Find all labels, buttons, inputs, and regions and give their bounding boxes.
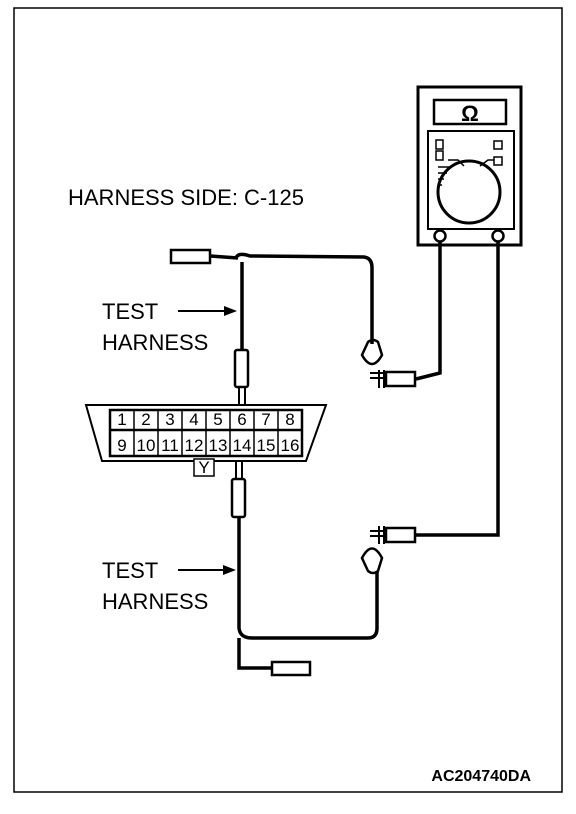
meter-lead-left (415, 242, 442, 381)
meter-terminal-right (491, 229, 505, 243)
test-harness-label-top-line1: TEST (102, 299, 158, 324)
wire-color-label: Y (198, 458, 209, 477)
pin-4: 4 (189, 410, 198, 429)
pin-3: 3 (165, 410, 174, 429)
ohm-symbol: Ω (461, 101, 479, 126)
pin-8: 8 (285, 410, 294, 429)
pin-2: 2 (141, 410, 150, 429)
ohmmeter-icon: Ω (416, 85, 523, 247)
pin-10: 10 (137, 436, 156, 455)
harness-side-label: HARNESS SIDE: C-125 (68, 185, 304, 210)
pin-15: 15 (257, 436, 276, 455)
wire-color-box (193, 458, 215, 477)
selector-dial (436, 159, 502, 225)
diagram-frame (13, 7, 563, 793)
pin-1: 1 (117, 410, 126, 429)
pin-11: 11 (161, 436, 179, 455)
arrow-icon-bottom (178, 565, 236, 575)
pin-16: 16 (281, 436, 300, 455)
pin-13: 13 (209, 436, 228, 455)
test-harness-bottom (230, 456, 379, 677)
pin-9: 9 (117, 436, 126, 455)
pin-7: 7 (261, 410, 270, 429)
figure-code: AC204740DA (431, 768, 531, 785)
pin-14: 14 (233, 436, 252, 455)
meter-lead-right (416, 242, 500, 537)
test-harness-label-bottom-line2: HARNESS (102, 589, 208, 614)
pin-5: 5 (213, 410, 222, 429)
probe-clip-bottom (360, 526, 417, 575)
test-harness-label-bottom-line1: TEST (102, 558, 158, 583)
test-harness-top (169, 248, 374, 410)
pin-12: 12 (185, 436, 204, 455)
meter-terminal-left (433, 229, 447, 243)
test-harness-label-top-line2: HARNESS (102, 330, 208, 355)
probe-clip-top (360, 338, 417, 388)
pin-6: 6 (237, 410, 246, 429)
arrow-icon-top (178, 306, 237, 316)
